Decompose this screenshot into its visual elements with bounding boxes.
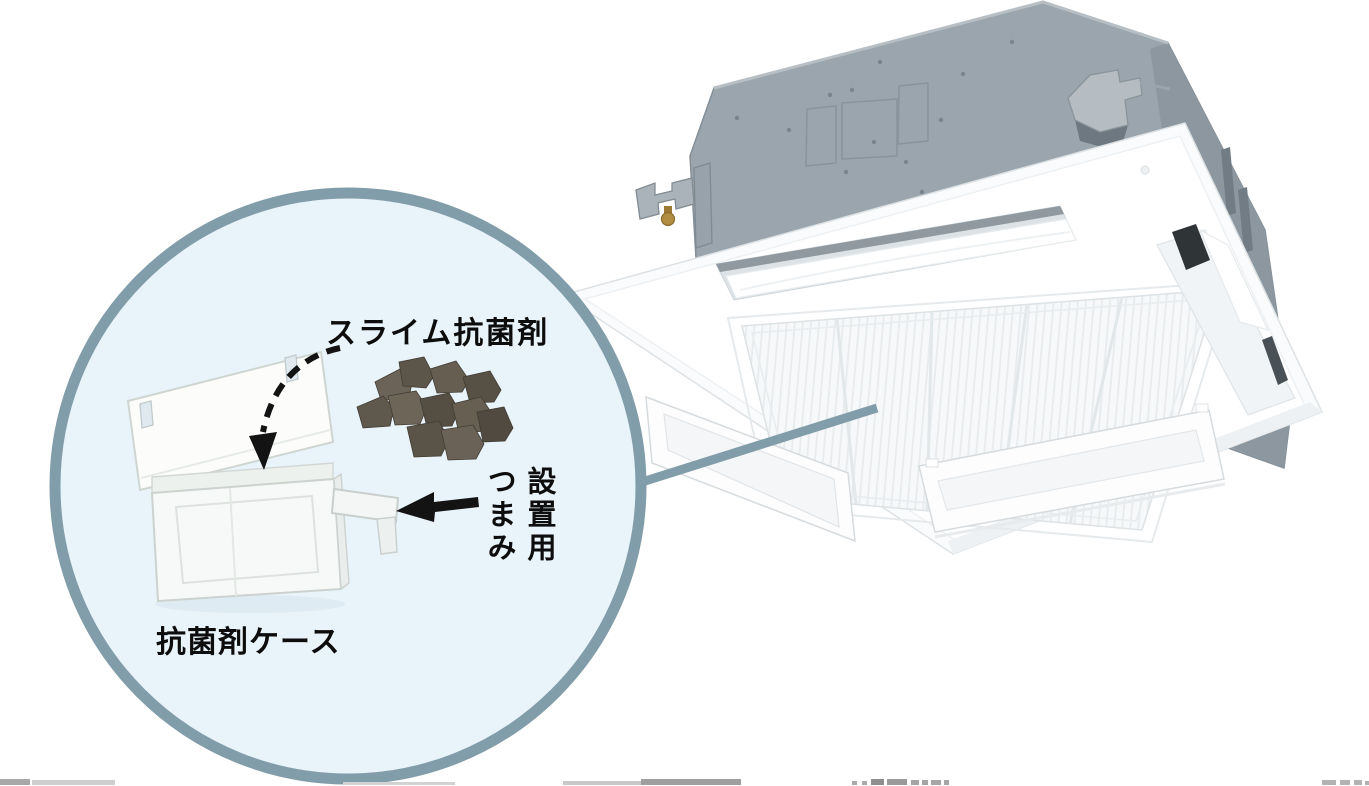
outlet-right — [1156, 224, 1296, 416]
case-body — [150, 462, 350, 613]
page-bottom-artifacts — [0, 779, 1369, 785]
flap-hinge-tab — [925, 458, 939, 468]
air-conditioner-unit — [561, 0, 1324, 555]
knob-label: 設置用 つまみ — [479, 466, 559, 590]
open-flap-front — [918, 403, 1226, 539]
case-tab — [330, 487, 400, 555]
mount-bracket-left — [635, 162, 713, 249]
louver-dark-slot — [1172, 224, 1210, 270]
insert-dashed-arrow-icon — [249, 345, 341, 470]
magnifier-circle-icon — [49, 187, 647, 785]
slime-label: スライム抗菌剤 — [326, 317, 550, 350]
antibacterial-granules — [356, 356, 514, 461]
knockout-panels — [805, 82, 929, 167]
callout-circle — [49, 187, 647, 785]
outlet-top-left — [715, 205, 1077, 301]
flap-hinge-tab — [1195, 403, 1209, 413]
brass-valve — [660, 211, 676, 227]
panel-screw-dimple — [1140, 165, 1150, 175]
case-label: 抗菌剤ケース — [156, 626, 341, 659]
valve-stem — [664, 206, 672, 216]
knob-arrow-icon — [396, 492, 479, 522]
knob-label-line1: 設置用 — [523, 466, 556, 565]
connector-line — [640, 403, 879, 487]
lid-slot — [139, 400, 154, 429]
knob-label-line2: つまみ — [483, 466, 516, 565]
screw-dots — [734, 39, 1015, 195]
open-flap-left — [645, 395, 856, 543]
